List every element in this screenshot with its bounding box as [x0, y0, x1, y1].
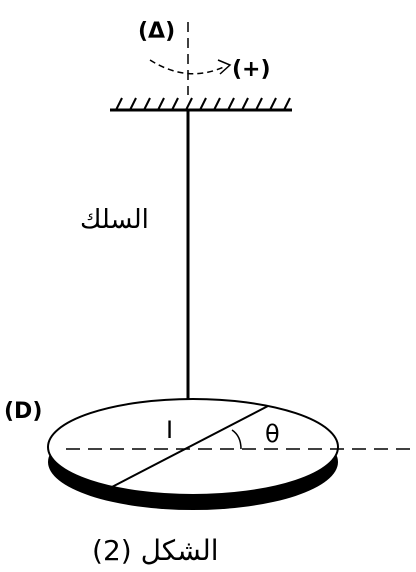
disc-diameter [109, 405, 269, 489]
axis-label: (Δ) [138, 19, 175, 44]
wire-label: السلك [80, 205, 149, 235]
direction-label: (+) [232, 57, 271, 82]
point-label: I [166, 416, 173, 444]
rotation-arrow-head [217, 59, 232, 75]
fixed-support [110, 97, 292, 112]
disc-top [47, 398, 339, 496]
disc-label: (D) [4, 399, 42, 424]
angle-arc [231, 429, 242, 450]
angle-label: θ [265, 420, 280, 448]
rotation-arrow [149, 59, 227, 75]
figure-caption: الشكل (2) [92, 534, 219, 567]
